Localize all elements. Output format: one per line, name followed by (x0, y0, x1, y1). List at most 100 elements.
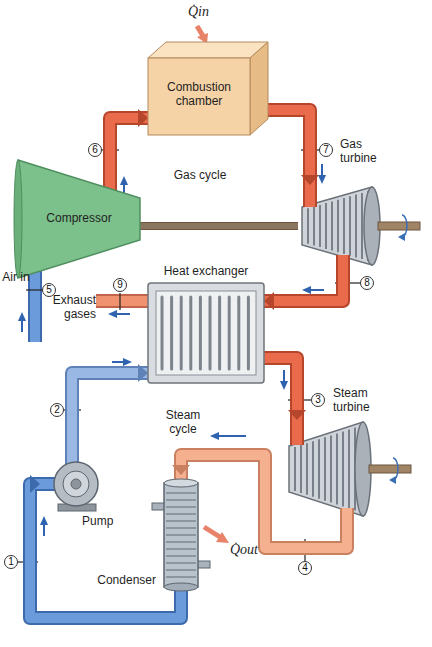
feedwater-pipe (72, 364, 148, 440)
node-shape (148, 283, 264, 383)
cycle-label: Steam cycle (160, 408, 206, 436)
arrowhead (301, 175, 319, 185)
air-pipe (30, 278, 40, 342)
node-shape (338, 255, 348, 267)
cycle-label: Gas cycle (160, 168, 240, 182)
arrowhead (172, 465, 190, 475)
air-pipe (28, 278, 42, 342)
node-shape (180, 297, 183, 369)
node-shape (336, 255, 350, 267)
node-shape (340, 508, 354, 518)
flow-arrow (116, 313, 130, 315)
node-shape (166, 520, 196, 522)
heat-input-label: Q̇in (188, 4, 228, 20)
node-shape (161, 297, 164, 369)
node-shape (331, 201, 333, 250)
node-shape (63, 471, 89, 497)
component-name: Combustion chamber (150, 80, 248, 108)
component-name: Compressor (24, 211, 134, 225)
heat-output-arrow (216, 532, 229, 543)
node-shape (247, 297, 250, 369)
pipe-fill (110, 118, 148, 160)
node-shape (300, 445, 302, 493)
hot-gas-pipe (264, 267, 343, 310)
shaft-body (140, 222, 298, 230)
flow-arrow (310, 289, 324, 291)
callout-tick (26, 289, 42, 290)
turbine-shaft (140, 226, 298, 227)
node-shape (306, 443, 308, 495)
node-shape (318, 439, 320, 498)
node-shape (166, 506, 196, 508)
hot-gas-pipe (110, 109, 148, 160)
exhaust-pipe (96, 294, 148, 308)
heat-input-arrow (197, 26, 208, 44)
node-shape (228, 297, 231, 369)
callout-tick (18, 150, 360, 562)
pipe-wall (72, 373, 148, 440)
node-shape (166, 499, 196, 501)
flow-arrow (40, 516, 48, 525)
heat-input-arrow (197, 26, 203, 36)
callout-number: 8 (360, 276, 374, 290)
flow-arrow (21, 320, 23, 332)
node-shape (336, 433, 338, 504)
node-shape (164, 583, 198, 591)
air-pipe (35, 278, 36, 342)
callout-number: 6 (88, 143, 102, 157)
node-shape (166, 569, 196, 571)
callout-tick (119, 293, 120, 310)
node-shape (166, 576, 196, 578)
pipe-wall (110, 118, 148, 160)
pipe-wall (264, 267, 343, 301)
steam-pipe (264, 358, 306, 420)
heat-output-label: Q̇out (230, 542, 270, 558)
callout-number: 9 (113, 278, 127, 292)
flow-arrow (43, 524, 45, 536)
callout-number: 4 (298, 561, 312, 575)
flow-arrow (18, 312, 26, 321)
exhaust-pipe (96, 296, 148, 306)
component-name: Condenser (94, 573, 156, 587)
flow-arrow (321, 164, 323, 176)
node-shape (361, 193, 363, 259)
node-shape (303, 185, 317, 207)
node-shape (166, 492, 196, 494)
arrowhead (30, 475, 40, 493)
node-shape (18, 160, 140, 278)
arrowhead (288, 410, 306, 420)
arrowhead (138, 364, 148, 382)
node-shape (166, 562, 196, 564)
node-shape (148, 283, 264, 383)
node-shape (292, 420, 302, 445)
flow-arrow (120, 176, 128, 185)
exhaust-pipe (96, 301, 148, 302)
callout-number: 3 (311, 393, 325, 407)
node-shape (290, 420, 304, 445)
node-shape (389, 476, 396, 484)
callout-number: 7 (319, 143, 333, 157)
node-shape (166, 534, 196, 536)
flow-arrow (283, 370, 285, 382)
callout-number: 1 (4, 555, 18, 569)
node-shape (166, 541, 196, 543)
node-shape (156, 291, 256, 375)
pipe-fill (72, 373, 148, 440)
node-shape (166, 513, 196, 515)
heat-output-arrow (204, 527, 229, 543)
node-shape (398, 233, 405, 241)
flow-arrow (18, 164, 326, 536)
node-shape (348, 430, 350, 509)
steam-turbine: Steam turbine (285, 420, 390, 518)
node-shape (298, 185, 398, 267)
node-shape (170, 297, 173, 369)
pipe-fill (30, 484, 181, 618)
compressor: Compressor (18, 160, 140, 278)
flow-arrow (210, 432, 219, 440)
callout-number: 2 (50, 403, 64, 417)
node-shape (307, 208, 309, 243)
node-shape (164, 483, 198, 587)
heat-output-arrow (204, 527, 220, 537)
node-shape (14, 160, 22, 278)
